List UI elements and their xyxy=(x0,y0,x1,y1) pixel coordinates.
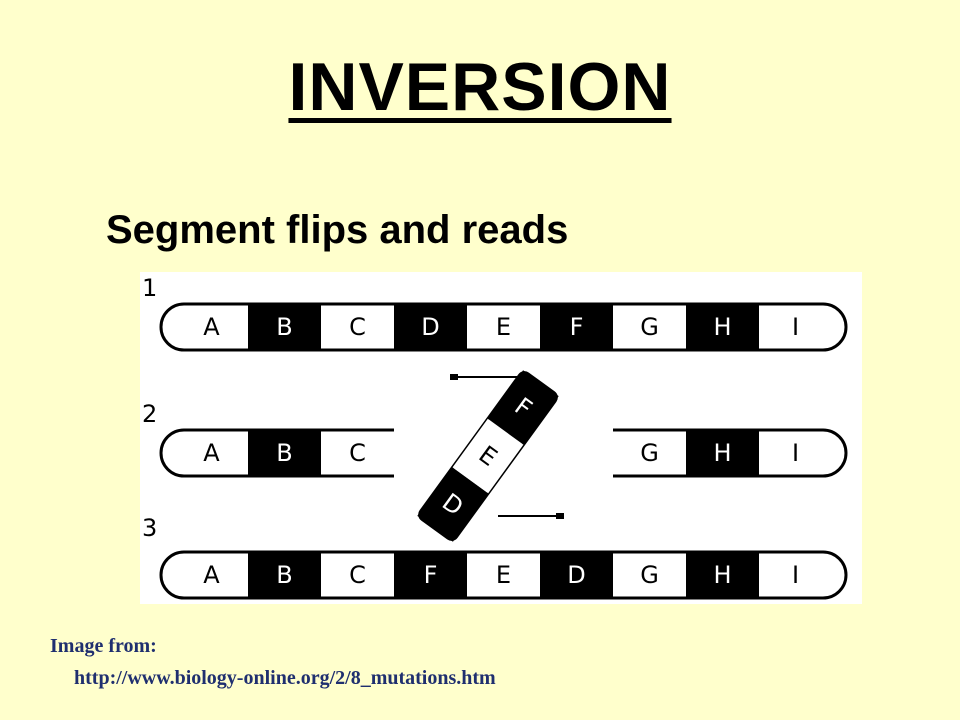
row-label-2: 2 xyxy=(142,400,157,428)
flipped-segment-D: D xyxy=(417,467,489,542)
chromosome-1-I-band xyxy=(759,304,832,350)
chromosome-3-I-band xyxy=(759,552,832,598)
flipped-segment-E: E xyxy=(452,418,524,494)
chromosome-2-left-A-label: A xyxy=(203,439,220,467)
chromosome-2-left-C-label: C xyxy=(349,439,366,467)
chromosome-2-right-H-label: H xyxy=(713,439,731,467)
chromosome-3-E-label: E xyxy=(496,561,511,589)
flipped-segment: DEF xyxy=(417,370,559,542)
arrow-lower-head xyxy=(556,513,564,519)
chromosome-1-E-label: E xyxy=(496,313,511,341)
chromosome-3-F-label: F xyxy=(424,561,438,589)
chromosome-1-D-label: D xyxy=(421,313,439,341)
chromosome-3-I-label: I xyxy=(792,561,799,589)
chromosome-2-right-G-label: G xyxy=(640,439,659,467)
chromosome-2-left-B-band xyxy=(248,430,321,476)
chromosome-1-B-label: B xyxy=(276,313,292,341)
chromosome-1-D-band xyxy=(394,304,467,350)
credit-url[interactable]: http://www.biology-online.org/2/8_mutati… xyxy=(74,667,496,689)
arrow-lower xyxy=(498,513,564,519)
chromosome-1-B-band xyxy=(248,304,321,350)
image-credit: Image from: http://www.biology-online.or… xyxy=(50,630,496,694)
chromosome-3-E-band xyxy=(467,552,540,598)
chromosome-1-A-label: A xyxy=(203,313,220,341)
chromosome-3-B-band xyxy=(248,552,321,598)
chromosome-1-outline xyxy=(159,302,848,352)
chromosome-1-I-label: I xyxy=(792,313,799,341)
chromosome-1-G-band xyxy=(613,304,686,350)
chromosome-2-right-G-band xyxy=(613,430,686,476)
chromosome-2-left: A B C xyxy=(159,428,394,478)
chromosome-3-F-band xyxy=(394,552,467,598)
chromosome-1-F-band xyxy=(540,304,613,350)
chromosome-1-F-label: F xyxy=(570,313,584,341)
chromosome-2-left-outline xyxy=(159,428,394,478)
chromosome-1-H-band xyxy=(686,304,759,350)
chromosome-3-G-band xyxy=(613,552,686,598)
chromosome-3-A-label: A xyxy=(203,561,220,589)
row-label-3: 3 xyxy=(142,514,157,542)
chromosome-2-left-A-band xyxy=(175,430,248,476)
flipped-segment-F: F xyxy=(487,370,559,445)
chromosome-2-right: G H I xyxy=(613,428,848,478)
slide-title: INVERSION xyxy=(288,49,672,125)
chromosome-1-A-band xyxy=(175,304,248,350)
flipped-segment-D-band xyxy=(417,467,489,542)
chromosome-1-H-label: H xyxy=(713,313,731,341)
chromosome-3-H-band xyxy=(686,552,759,598)
chromosome-3-C-band xyxy=(321,552,394,598)
credit-label: Image from: xyxy=(50,635,157,657)
chromosome-1-C-label: C xyxy=(349,313,366,341)
chromosome-3-D-label: D xyxy=(567,561,585,589)
chromosome-2-right-outline xyxy=(613,428,848,478)
chromosome-1-G-label: G xyxy=(640,313,659,341)
chromosome-3-H-label: H xyxy=(713,561,731,589)
chromosome-3-outline xyxy=(159,550,848,600)
chromosome-3-D-band xyxy=(540,552,613,598)
flipped-segment-E-band xyxy=(452,418,524,494)
chromosome-2-right-H-band xyxy=(686,430,759,476)
chromosome-3-B-label: B xyxy=(276,561,292,589)
chromosome-1: A B C D E F G H I xyxy=(159,302,848,352)
row-label-1: 1 xyxy=(142,274,157,302)
chromosome-3-C-label: C xyxy=(349,561,366,589)
chromosome-3-G-label: G xyxy=(640,561,659,589)
chromosome-1-E-band xyxy=(467,304,540,350)
arrow-upper xyxy=(450,374,524,380)
chromosome-2-left-B-label: B xyxy=(276,439,292,467)
chromosome-1-C-band xyxy=(321,304,394,350)
flipped-segment-F-band xyxy=(487,370,559,445)
chromosome-2-right-I-band xyxy=(759,430,832,476)
chromosome-3-A-band xyxy=(175,552,248,598)
chromosome-2-left-C-band xyxy=(321,430,394,476)
chromosome-2-right-I-label: I xyxy=(792,439,799,467)
slide-subtitle: Segment flips and reads xyxy=(106,208,569,252)
arrow-upper-head xyxy=(450,374,458,380)
